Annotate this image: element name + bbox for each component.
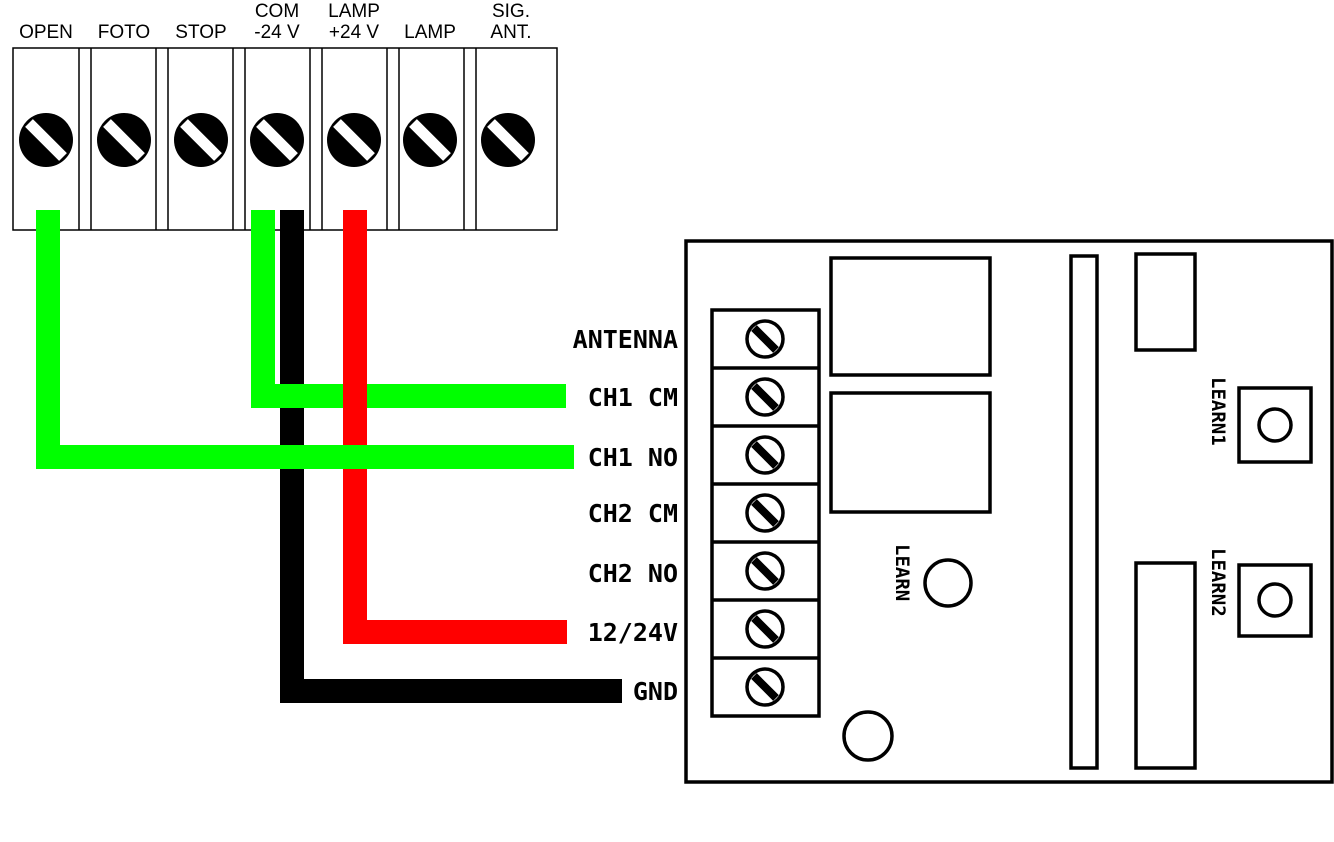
label-ch1-cm: CH1 CM (588, 383, 678, 412)
relay-2 (829, 391, 992, 514)
label-antenna: ANTENNA (573, 325, 678, 354)
terminal-label-foto: FOTO (98, 22, 150, 43)
label-ch1-no: CH1 NO (588, 443, 678, 472)
receiver-components (829, 252, 1313, 770)
terminal-label-com: COM (255, 1, 299, 22)
learn-button[interactable] (923, 558, 973, 608)
learn1-label: LEARN1 (1207, 377, 1229, 446)
wire-green-ch1-no (36, 210, 574, 469)
label-gnd: GND (633, 677, 678, 706)
wire-green-ch1-cm (251, 210, 566, 408)
receiver-outline (684, 239, 1334, 784)
learn1-button[interactable] (1257, 407, 1293, 443)
label-ch2-cm: CH2 CM (588, 499, 678, 528)
screw-icon (747, 553, 783, 589)
wire-red-power (343, 210, 567, 644)
wires (36, 210, 622, 703)
relay-1 (829, 256, 992, 377)
screw-icon (747, 379, 783, 415)
terminal-label-plus24v: +24 V (329, 22, 380, 43)
led-indicator (842, 710, 894, 762)
screw-icon (97, 113, 151, 167)
terminal-label-stop: STOP (175, 22, 226, 43)
learn2-button-housing (1237, 563, 1313, 638)
component-top (1134, 252, 1197, 352)
component-bottom (1134, 561, 1197, 770)
learn2-button[interactable] (1257, 582, 1293, 618)
terminal-label-sig: SIG. (492, 1, 530, 22)
screw-icon (174, 113, 228, 167)
receiver-board: LEARN LEARN1 LEARN2 (684, 239, 1334, 784)
wire-black-gnd (280, 210, 622, 703)
label-ch2-no: CH2 NO (588, 559, 678, 588)
terminal-labels: OPEN FOTO STOP COM -24 V LAMP +24 V LAMP… (19, 1, 532, 43)
terminal-label-ant: ANT. (490, 22, 531, 43)
terminal-label-open: OPEN (19, 22, 73, 43)
component-strip (1069, 254, 1099, 770)
label-power: 12/24V (588, 618, 678, 647)
receiver-labels: ANTENNA CH1 CM CH1 NO CH2 CM CH2 NO 12/2… (573, 325, 678, 706)
screw-icon (403, 113, 457, 167)
screw-icon (327, 113, 381, 167)
screw-icon (747, 495, 783, 531)
screw-icon (250, 113, 304, 167)
terminal-label-lamp-pos: LAMP (328, 1, 380, 22)
screw-icon (747, 321, 783, 357)
learn2-label: LEARN2 (1207, 548, 1229, 617)
screw-icon (481, 113, 535, 167)
terminal-label-minus24v: -24 V (254, 22, 300, 43)
learn1-button-housing (1237, 386, 1313, 464)
terminal-label-lamp: LAMP (404, 22, 456, 43)
screw-icon (19, 113, 73, 167)
screw-icon (747, 611, 783, 647)
screw-icon (747, 669, 783, 705)
learn-label: LEARN (891, 544, 913, 601)
screw-icon (747, 437, 783, 473)
